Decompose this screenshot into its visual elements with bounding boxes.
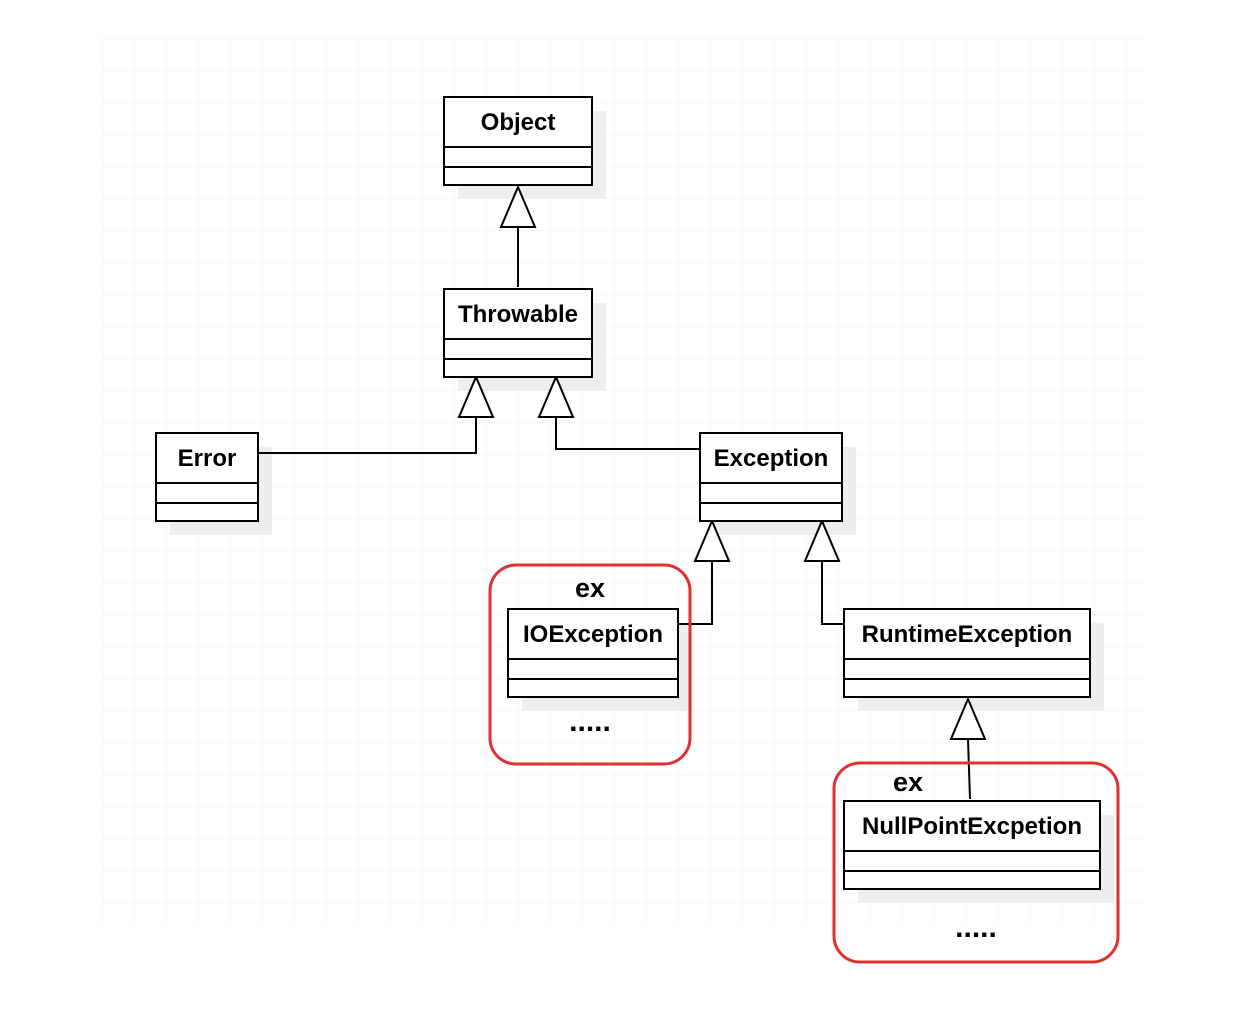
arrowhead-exception-right [803, 518, 841, 562]
arrowhead-runtimeexception [949, 696, 987, 740]
class-name-ioexception: IOException [523, 621, 663, 648]
arrowhead-throwable-right [537, 374, 575, 418]
class-name-throwable: Throwable [458, 301, 578, 328]
class-name-object: Object [481, 109, 556, 136]
grid-background [102, 38, 1144, 922]
highlight-box-npe [832, 761, 1120, 964]
class-throwable[interactable]: Throwable [443, 288, 593, 378]
class-error[interactable]: Error [155, 432, 259, 522]
class-name-nullpointexcpetion: NullPointExcpetion [862, 813, 1082, 840]
class-runtimeexception[interactable]: RuntimeException [843, 608, 1091, 698]
highlight-box-io [488, 563, 692, 766]
arrowhead-exception-left [693, 518, 731, 562]
class-object[interactable]: Object [443, 96, 593, 186]
group-more-io: ..... [569, 705, 611, 738]
highlight-group-npe: ex ..... [832, 761, 1120, 964]
connector-runtime-exception [821, 561, 844, 625]
group-more-npe: ..... [955, 911, 997, 944]
class-exception[interactable]: Exception [699, 432, 843, 522]
inheritance-connectors [258, 227, 971, 800]
class-name-runtimeexception: RuntimeException [862, 621, 1073, 648]
arrowhead-object [499, 184, 537, 228]
connector-npe-runtime [967, 738, 971, 800]
group-label-io: ex [575, 573, 605, 603]
class-ioexception[interactable]: IOException [507, 608, 679, 698]
class-name-error: Error [178, 445, 237, 472]
group-label-npe: ex [893, 767, 923, 797]
class-nullpointexcpetion[interactable]: NullPointExcpetion [843, 800, 1101, 890]
class-name-exception: Exception [714, 445, 829, 472]
connector-error-throwable [258, 417, 477, 454]
arrowhead-throwable-left [457, 374, 495, 418]
inheritance-arrowheads [457, 184, 987, 740]
highlight-group-io: ex ..... [488, 563, 692, 766]
connector-exception-throwable [555, 417, 700, 450]
